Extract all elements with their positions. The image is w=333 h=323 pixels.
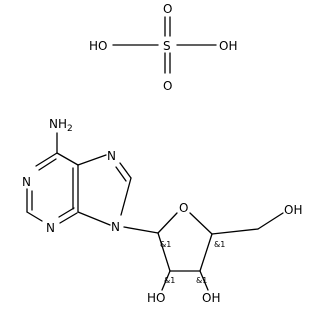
- label-n1: N: [22, 175, 31, 189]
- label-n3: N: [46, 221, 55, 235]
- bond-c8-n9: [120, 177, 132, 216]
- bond-n9-c4: [77, 211, 111, 226]
- bond-n3-c4-double: [58, 207, 75, 218]
- adenine-base: NH2 N N N N: [22, 117, 132, 235]
- bond-c2prime-c1prime: [157, 232, 171, 272]
- ribose-sugar: O OH HO OH &1 &1 &1 &1: [123, 201, 302, 305]
- bond-o4prime-c4prime: [189, 212, 213, 235]
- bond-n9-c1prime: [123, 226, 159, 234]
- bond-n7-c8: [119, 162, 132, 179]
- label-n9: N: [111, 220, 120, 234]
- bond-c4prime-c5prime: [211, 228, 259, 235]
- stereo-label-c3prime: &1: [196, 276, 207, 285]
- bond-c3prime-o3prime: [199, 270, 209, 291]
- label-n7: N: [107, 149, 116, 163]
- bond-n3-c4: [59, 212, 78, 224]
- sulfuric-acid: O S O HO OH: [89, 2, 237, 93]
- label-oh-left: HO: [89, 39, 107, 53]
- label-o-bottom: O: [163, 79, 172, 93]
- label-o-top: O: [163, 2, 172, 16]
- bond-c2-n3: [26, 211, 43, 222]
- label-nh2: NH2: [49, 117, 73, 134]
- bond-c5-c6: [56, 152, 79, 166]
- label-s: S: [163, 39, 171, 53]
- label-o-ring: O: [179, 201, 188, 215]
- label-oh-5prime: OH: [284, 203, 302, 217]
- label-oh-3prime: OH: [202, 291, 220, 305]
- bond-n7-c8-double: [115, 166, 127, 182]
- bond-c6-n1: [35, 152, 58, 167]
- bond-c5prime-o5prime: [257, 212, 284, 230]
- bond-c4prime-c3prime: [199, 233, 213, 272]
- label-oh-2prime: HO: [147, 291, 165, 305]
- bond-c1prime-o4prime: [157, 212, 178, 234]
- stereo-label-c4prime: &1: [214, 240, 225, 249]
- bond-c5-n7: [77, 154, 107, 166]
- stereo-label-c1prime: &1: [160, 240, 171, 249]
- label-oh-right: OH: [219, 39, 237, 53]
- bond-c6-n1-double: [38, 158, 57, 171]
- stereo-label-c2prime: &1: [164, 276, 175, 285]
- bond-c2prime-o2prime: [161, 270, 171, 291]
